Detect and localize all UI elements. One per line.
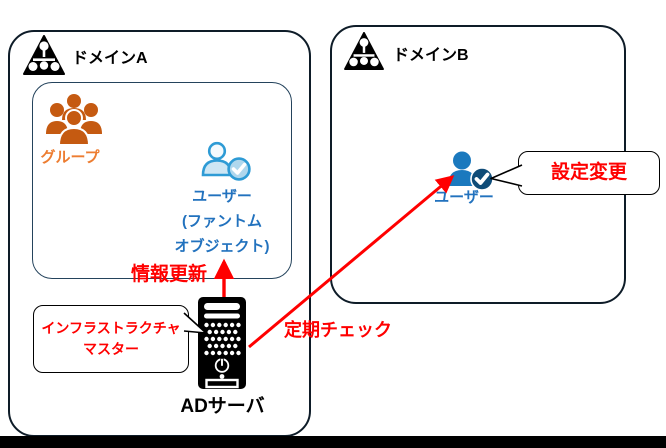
domain-a-label: ドメインA xyxy=(72,50,148,67)
server-icon xyxy=(198,297,246,389)
settings-change-callout: 設定変更 xyxy=(518,151,660,195)
phantom-user-label-line3: オブジェクト) xyxy=(174,238,270,255)
settings-change-callout-label: 設定変更 xyxy=(550,161,627,183)
phantom-user-label-line2: (ファントム xyxy=(182,213,262,230)
phantom-user-label-line1: ユーザー xyxy=(192,188,252,205)
domain-b-user-label: ユーザー xyxy=(434,189,494,206)
group-icon xyxy=(46,94,102,146)
domain-b-label: ドメインB xyxy=(393,47,469,64)
infra-master-callout-line2: マスター xyxy=(83,341,139,357)
user-check-icon xyxy=(448,151,494,191)
periodic-check-label: 定期チェック xyxy=(284,320,392,340)
phantom-user-icon xyxy=(201,141,251,181)
info-update-label: 情報更新 xyxy=(131,264,208,285)
infra-master-callout: インフラストラクチャ マスター xyxy=(33,305,189,373)
ad-domain-icon xyxy=(23,35,65,75)
ad-server-label: ADサーバ xyxy=(180,396,265,417)
bottom-edge-bar xyxy=(0,436,666,448)
infra-master-callout-line1: インフラストラクチャ xyxy=(41,320,181,336)
ad-domain-icon xyxy=(344,32,384,70)
group-label: グループ xyxy=(40,149,100,166)
